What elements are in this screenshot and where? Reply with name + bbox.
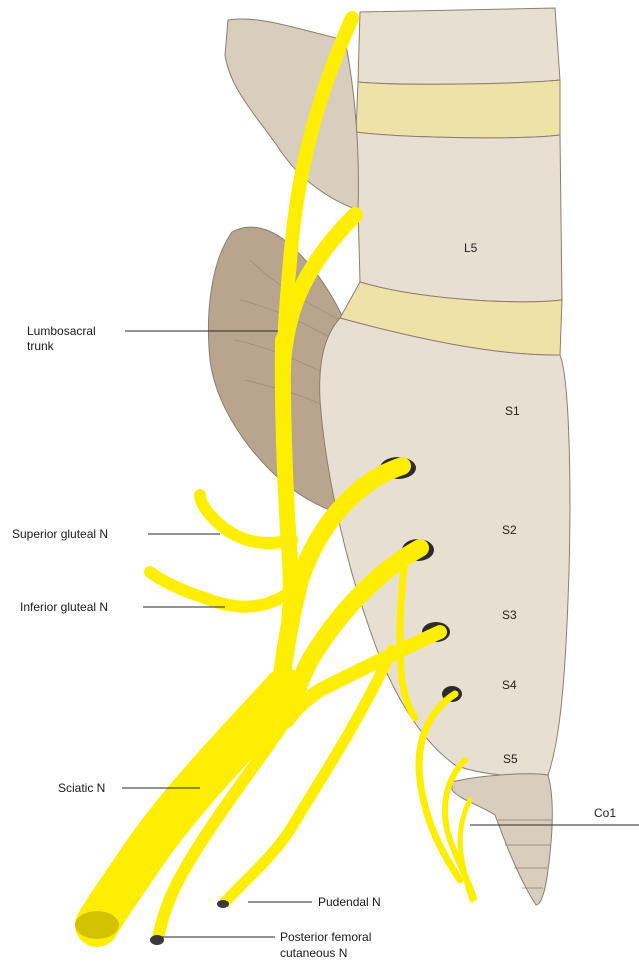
label-posterior-femoral-line2: cutaneous N [280,946,347,960]
vertebra-label-l5: L5 [464,241,477,255]
label-superior-gluteal-nerve: Superior gluteal N [12,527,108,541]
vertebra-label-s3: S3 [502,608,517,622]
label-lumbosacral-trunk-line1: Lumbosacral [27,324,96,338]
label-lumbosacral-trunk-line2: trunk [27,339,54,353]
label-inferior-gluteal-nerve: Inferior gluteal N [20,600,108,614]
label-sciatic-nerve: Sciatic N [58,781,105,795]
disc-l4-l5 [356,80,560,138]
inferior-gluteal-nerve-path [150,572,300,607]
pudendal-cut-end [217,900,229,908]
superior-gluteal-nerve-path [200,495,292,543]
vertebra-label-s1: S1 [505,404,520,418]
label-pudendal-nerve: Pudendal N [318,895,381,909]
l4-vertebra [358,8,560,84]
vertebra-label-co1: Co1 [594,806,616,820]
label-posterior-femoral-line1: Posterior femoral [280,930,371,944]
vertebra-label-s2: S2 [502,523,517,537]
l5-vertebra [356,132,562,302]
sciatic-cut-end [75,911,119,939]
vertebra-label-s4: S4 [502,678,517,692]
vertebra-label-s5: S5 [503,752,518,766]
sciatic-nerve-path [97,690,285,925]
